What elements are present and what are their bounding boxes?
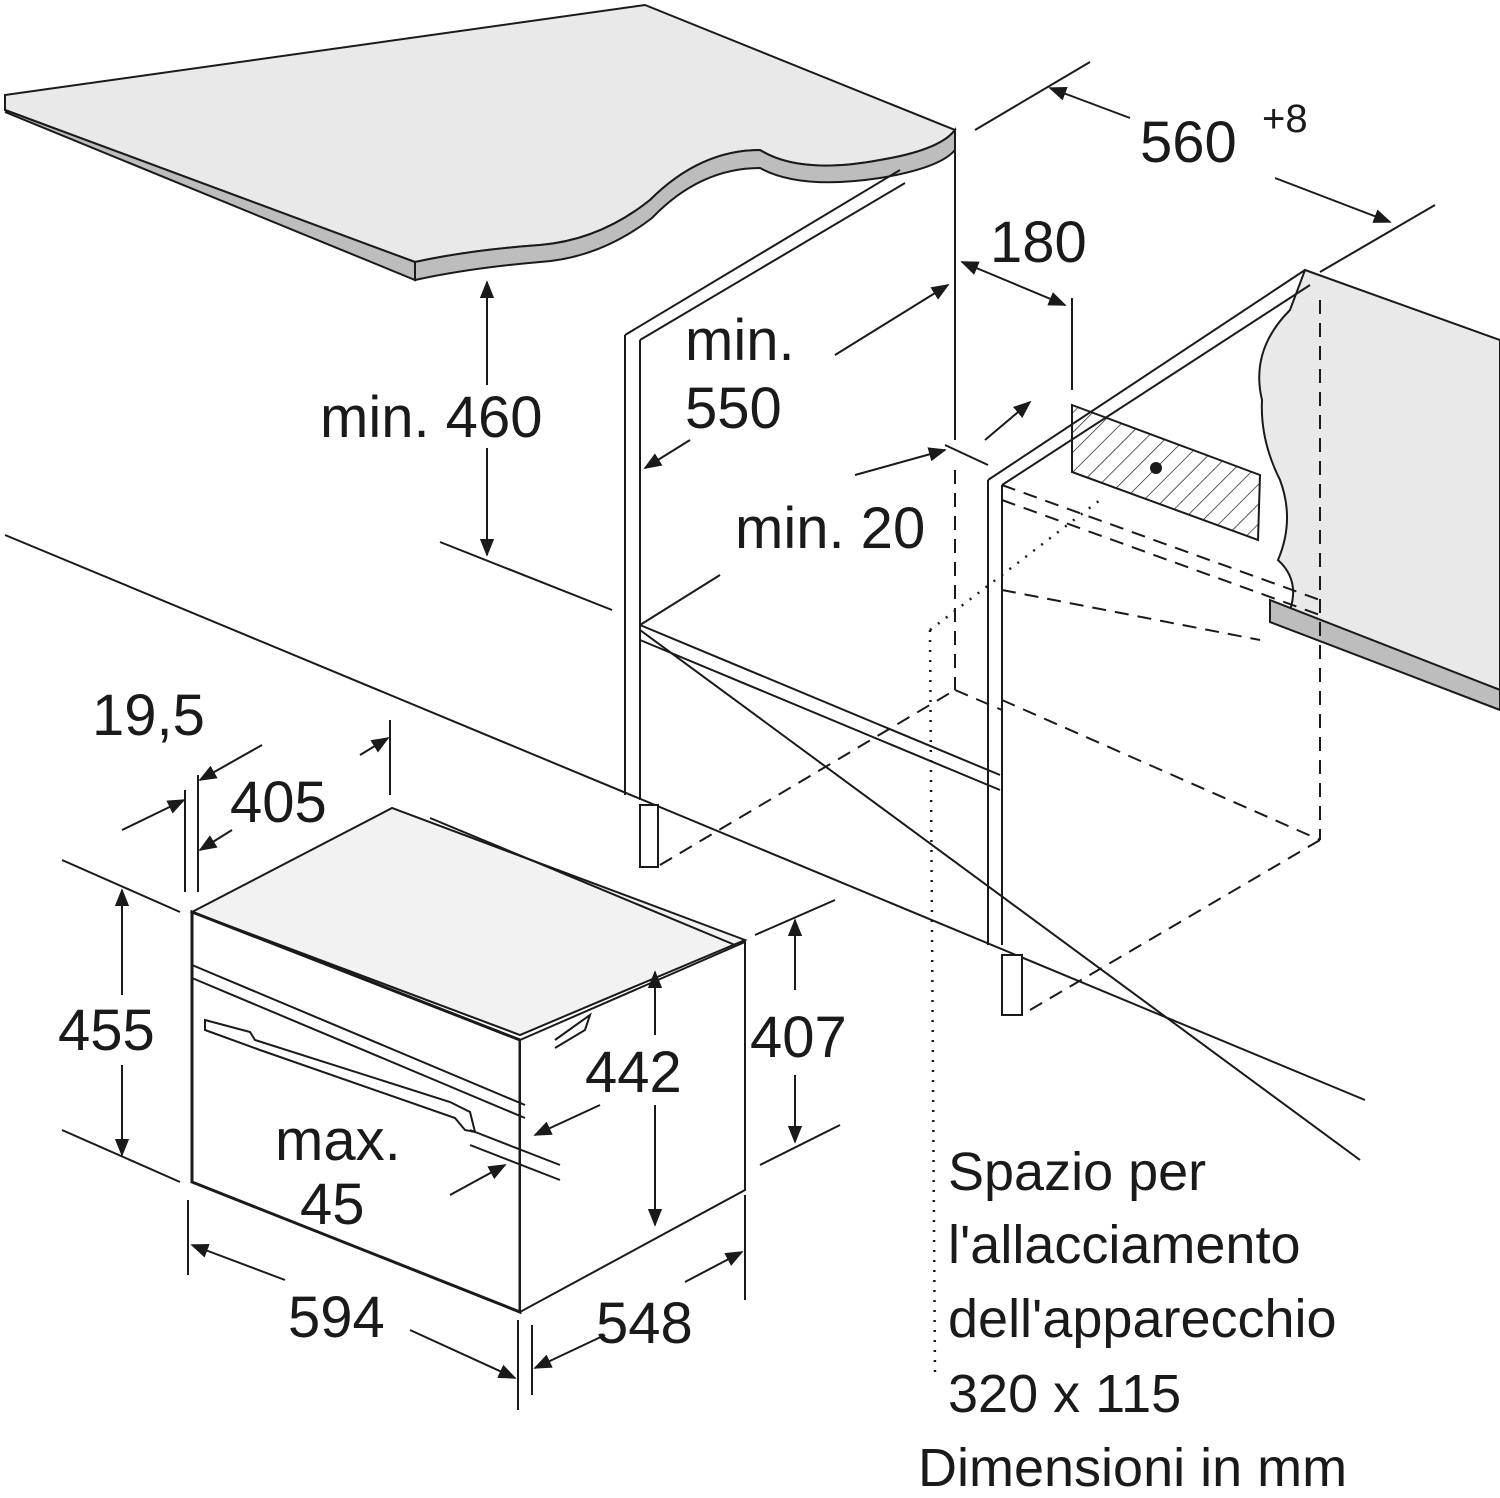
dimension-labels: 560 +8 180 min. 550 min. 460 min. 20 19,… bbox=[58, 97, 1308, 1356]
note-line-4: 320 x 115 bbox=[948, 1364, 1181, 1424]
units-note: Dimensioni in mm bbox=[918, 1438, 1347, 1498]
note-line-1: Spazio per bbox=[948, 1142, 1206, 1202]
countertop-right bbox=[1258, 268, 1500, 712]
label-niche-tolerance: +8 bbox=[1262, 97, 1308, 141]
label-min-460: min. 460 bbox=[320, 385, 542, 450]
label-opening-depth: 180 bbox=[990, 210, 1087, 275]
label-min-550-b: 550 bbox=[685, 376, 782, 441]
socket-area bbox=[1071, 403, 1262, 542]
oven bbox=[189, 806, 748, 1315]
note-line-2: l'allacciamento bbox=[948, 1215, 1300, 1275]
cabinet-outline bbox=[4, 130, 1366, 1161]
connection-note: Spazio per l'allacciamento dell'apparecc… bbox=[918, 1142, 1347, 1498]
label-442: 442 bbox=[585, 1040, 682, 1105]
connection-space bbox=[928, 499, 1101, 1376]
hidden-lines bbox=[659, 300, 1321, 1011]
dimension-lines bbox=[61, 61, 1436, 1410]
label-19-5: 19,5 bbox=[92, 683, 205, 748]
label-405: 405 bbox=[230, 770, 327, 835]
countertop-left bbox=[4, 3, 957, 282]
label-548: 548 bbox=[596, 1291, 693, 1356]
label-407: 407 bbox=[750, 1005, 847, 1070]
label-455: 455 bbox=[58, 998, 155, 1063]
label-max-45-a: max. bbox=[275, 1108, 401, 1173]
label-min-20: min. 20 bbox=[735, 496, 925, 561]
note-line-3: dell'apparecchio bbox=[948, 1289, 1337, 1349]
label-max-45-b: 45 bbox=[300, 1172, 365, 1237]
label-min-550-a: min. bbox=[685, 308, 795, 373]
label-niche-width: 560 bbox=[1140, 110, 1237, 175]
label-594: 594 bbox=[288, 1285, 385, 1350]
